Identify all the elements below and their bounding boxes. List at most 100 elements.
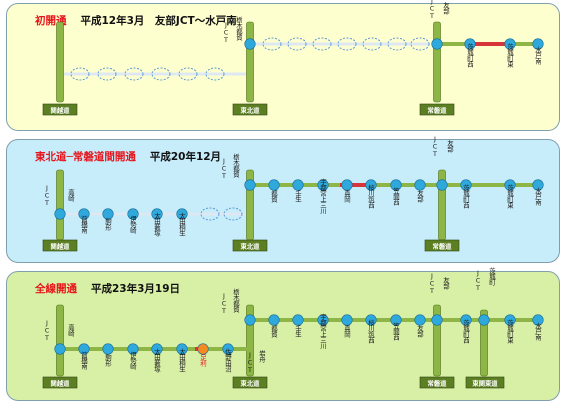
highway-label-box xyxy=(419,376,455,389)
panel-title-main: 東北道─常磐道間開通 xyxy=(35,151,136,163)
ic-node-planned xyxy=(70,67,90,81)
ic-label-isesaki: 伊勢崎 xyxy=(129,350,137,370)
ic-node xyxy=(151,208,163,220)
ic-label-ibarakimachi-nishi: 茨城町西 xyxy=(466,42,474,69)
ic-node xyxy=(504,179,516,191)
ic-label-mito-minami: 水戸南 xyxy=(534,45,542,65)
highway-label: 東北道 xyxy=(241,105,261,114)
ic-label-tomobe: 友部 xyxy=(416,324,424,339)
ic-node-planned xyxy=(387,37,407,51)
ic-node xyxy=(176,208,188,220)
ic-label-jct-suffix: JCT xyxy=(222,21,230,44)
ic-node-new xyxy=(197,343,209,355)
ic-node xyxy=(532,179,544,191)
ic-node xyxy=(460,314,472,326)
ic-node-planned xyxy=(287,37,307,51)
ic-label-tomobe: 友部 xyxy=(416,189,424,204)
ic-label-tsuga: 都賀 xyxy=(270,190,278,204)
highway-pole xyxy=(56,304,64,377)
ic-node xyxy=(504,38,516,50)
ic-label-sakuragawa-chikusei: 桜川筑西 xyxy=(367,318,375,345)
panel-tohoku-joban-opening: 東北道─常磐道間開通平成20年12月 xyxy=(6,139,560,263)
highway-label-box xyxy=(232,239,268,252)
ic-node xyxy=(222,343,234,355)
highway-label: 関越道 xyxy=(51,105,71,114)
ic-label-jct-suffix: JCT xyxy=(431,135,439,158)
ic-label-ota-yabuzuka: 太田藪塚 xyxy=(153,211,161,238)
ic-label-tochigi-tsuga: 栃木都賀 xyxy=(232,287,240,314)
ic-label-ibarakimachi-nishi: 茨城町西 xyxy=(462,183,470,210)
ic-label-jct-suffix: JCT xyxy=(428,0,436,19)
ic-node xyxy=(478,314,490,326)
highway-pole xyxy=(433,21,441,103)
ic-label-ibarakimachi-higashi: 茨城町東 xyxy=(506,318,514,345)
ic-label-mibu: 壬生 xyxy=(294,324,302,338)
ic-node xyxy=(431,314,443,326)
highway-label-box xyxy=(419,103,455,116)
ic-node xyxy=(436,179,448,191)
highway-label: 常磐道 xyxy=(428,105,448,114)
ic-node-planned xyxy=(205,67,225,81)
ic-node xyxy=(78,208,90,220)
ic-node xyxy=(460,179,472,191)
ic-node xyxy=(414,314,426,326)
highway-label-box xyxy=(232,103,268,116)
panel-initial-opening: 初開通平成12年3月 友部JCT～水戸南 xyxy=(6,3,560,131)
panel-title-main: 全線開通 xyxy=(35,283,77,295)
ic-label-tochigi-tsuga: 栃木都賀 xyxy=(232,152,240,179)
ic-label-moka: 真岡 xyxy=(343,324,351,339)
ic-node xyxy=(390,314,402,326)
ic-node-planned xyxy=(262,37,282,51)
ic-label-iwafune: 岩舟 xyxy=(258,349,266,364)
ic-label-tomobe-jct: 友部 xyxy=(442,1,450,16)
highway-pole xyxy=(56,21,64,103)
ic-label-ibarakimachi-higashi: 茨城町東 xyxy=(506,183,514,210)
panel-title-sub: 平成23年3月19日 xyxy=(91,283,181,295)
highway-label: 東関東道 xyxy=(472,378,498,387)
ic-label-tomobe-jct: 友部 xyxy=(442,276,450,291)
ic-label-ibarakimachi-jct: 茨城町 xyxy=(488,266,496,286)
ic-node-planned xyxy=(178,67,198,81)
ic-label-ota-kiryu: 太田桐生 xyxy=(178,211,186,237)
ic-node xyxy=(151,343,163,355)
highway-label-box xyxy=(42,103,78,116)
ic-node xyxy=(504,314,516,326)
highway-label: 東北道 xyxy=(241,378,261,387)
highway-label-box xyxy=(232,376,268,389)
ic-node-planned xyxy=(312,37,332,51)
ic-label-komagata: 駒形 xyxy=(104,353,112,368)
ic-node-planned xyxy=(337,37,357,51)
highway-pole xyxy=(56,169,64,241)
ic-node xyxy=(390,179,402,191)
ic-label-jct-suffix: JCT xyxy=(43,184,51,207)
ic-node xyxy=(54,343,66,355)
ic-label-ibarakimachi-higashi: 茨城町東 xyxy=(506,42,514,69)
ic-node xyxy=(414,179,426,191)
ic-label-ota-kiryu: 太田桐生 xyxy=(178,347,186,373)
ic-node xyxy=(102,343,114,355)
ic-label-sakuragawa-chikusei: 桜川筑西 xyxy=(367,183,375,210)
highway-label: 常磐道 xyxy=(428,378,448,387)
ic-node xyxy=(317,179,329,191)
panel-title-sub: 平成12年3月 友部JCT～水戸南 xyxy=(80,15,237,27)
ic-node-planned xyxy=(200,207,220,221)
ic-node-planned xyxy=(410,37,430,51)
highway-label-box xyxy=(465,376,505,389)
ic-label-tsuga: 都賀 xyxy=(270,325,278,339)
ic-label-maebashi-minami: 前橋南 xyxy=(80,214,88,234)
ic-node xyxy=(317,314,329,326)
highway-label-box xyxy=(424,239,460,252)
ic-node-planned xyxy=(124,67,144,81)
ic-label-mibu: 壬生 xyxy=(294,189,302,203)
ic-node xyxy=(341,314,353,326)
ic-node xyxy=(365,179,377,191)
ic-node xyxy=(464,38,476,50)
ic-node xyxy=(268,314,280,326)
ic-node xyxy=(532,314,544,326)
ic-node xyxy=(244,179,256,191)
ic-node-planned xyxy=(151,67,171,81)
ic-node xyxy=(78,343,90,355)
ic-label-isesaki: 伊勢崎 xyxy=(129,214,137,234)
ic-node xyxy=(102,208,114,220)
